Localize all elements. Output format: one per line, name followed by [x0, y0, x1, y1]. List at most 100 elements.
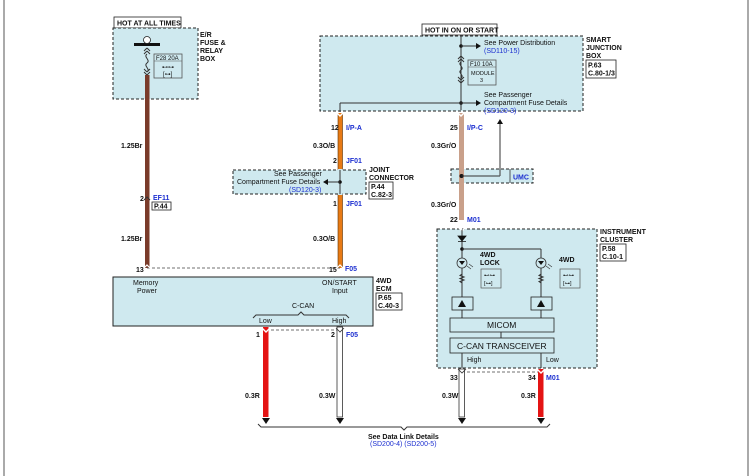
ccan-transceiver-label: C-CAN TRANSCEIVER: [457, 341, 547, 351]
ecm-pin-2: 2: [331, 332, 335, 339]
f05-connector-b: F05: [346, 332, 358, 339]
joint-connector-outline: [232, 169, 367, 195]
wire-label-1-25br-bottom: 1.25Br: [121, 236, 143, 243]
fuse-f28-axle-icon: [⊶]: [163, 72, 173, 78]
ecm-pin-1: 1: [256, 332, 260, 339]
module-label: MODULE: [471, 71, 495, 77]
resistor-icon: [458, 273, 466, 284]
data-link-text[interactable]: See Data Link Details: [368, 434, 439, 441]
fuse-f10-label: F10 10A: [470, 62, 493, 68]
sjb-passenger-text-2[interactable]: Compartment Fuse Details: [484, 100, 568, 107]
svg-text:⊷⊶: ⊷⊶: [563, 273, 575, 279]
ef11-connector: EF11: [153, 195, 169, 202]
umc-label: UMC: [513, 175, 529, 182]
ccan-transceiver-box: [449, 337, 555, 354]
jc-text-1[interactable]: See Passenger: [274, 171, 323, 178]
ecm-title-2: ECM: [376, 286, 392, 293]
fuse-f28-label: F28 20A: [156, 56, 179, 62]
sjb-title-1: SMART: [586, 37, 612, 44]
4wd-lock-symbol-icon: [480, 268, 502, 289]
ic-ref-box: [599, 243, 627, 262]
jf01-connector-a: JF01: [346, 158, 362, 165]
ecm-ccan-brace: [252, 311, 350, 319]
resistor-icon: [537, 273, 545, 284]
wire-0-3w-ic-high: [458, 368, 465, 418]
ic-ref-1: P.58: [602, 246, 616, 253]
ipa-connector: I/P-A: [346, 125, 362, 132]
ic-ref-2: C.10-1: [602, 254, 623, 261]
jc-link[interactable]: (SD120-3): [289, 187, 321, 194]
arrow-down-icon: [458, 418, 466, 424]
wire-label-0-3gro-top: 0.3Gr/O: [431, 143, 457, 150]
wire-label-0-3w-ic: 0.3W: [442, 393, 459, 400]
wire-0-3w-ecm-high: [336, 326, 343, 418]
wire-label-0-3ob-bottom: 0.3O/B: [313, 236, 335, 243]
hot-at-all-times-label: HOT AT ALL TIMES: [117, 21, 181, 28]
triangle-icon: [537, 300, 545, 307]
wire-label-0-3w-ecm: 0.3W: [319, 393, 336, 400]
jf01-pin-2: 2: [333, 158, 337, 165]
arrow-right-icon: [476, 43, 481, 49]
ic-pin-33: 33: [450, 375, 458, 382]
wire-label-0-3gro-bottom: 0.3Gr/O: [431, 202, 457, 209]
bus-bar: [134, 43, 160, 46]
joint-connector: See Passenger Compartment Fuse Details (…: [232, 167, 414, 200]
sjb-ref-2: C.80-1/3: [588, 71, 615, 78]
sjb-passenger-link[interactable]: (SD120-3): [484, 108, 516, 115]
ipc-connector: I/P-C: [467, 125, 483, 132]
ic-high: High: [467, 357, 482, 364]
4wd-symbol-icon: [559, 268, 581, 289]
ecm-memory-power-1: Memory: [133, 280, 159, 287]
arrow-down-icon: [336, 418, 344, 424]
ecm-ref-1: P.65: [378, 295, 392, 302]
ef11-ref: P.44: [154, 204, 168, 211]
module-number: 3: [480, 78, 483, 84]
triangle-icon: [458, 300, 466, 307]
hot-in-on-or-start-label-box: [421, 23, 498, 36]
ic-pin-34: 34: [528, 375, 536, 382]
ic-title-1: INSTRUMENT: [600, 229, 647, 236]
fuse-f28-4wd-icon: ⊷⊶: [162, 65, 174, 71]
data-link-refs[interactable]: (SD200-4) (SD200-5): [370, 441, 437, 448]
smart-junction-box: HOT IN ON OR START SMART JUNCTION BOX P.…: [319, 23, 622, 115]
jc-title-2: CONNECTOR: [369, 175, 414, 182]
ecm-low: Low: [259, 318, 273, 325]
ipc-pin: 25: [450, 125, 458, 132]
lamp-4wd: 4WD: [559, 257, 575, 264]
ecm-memory-power-2: Power: [137, 288, 158, 295]
wire-label-0-3ob-top: 0.3O/B: [313, 143, 335, 150]
svg-text:⊷⊶: ⊷⊶: [484, 273, 496, 279]
svg-text:[⊶]: [⊶]: [484, 281, 493, 287]
er-fuse-box-title-4: BOX: [200, 56, 216, 63]
er-fuse-box-title-2: FUSE &: [200, 40, 226, 47]
jc-ref-1: P.44: [371, 184, 385, 191]
arrow-up-icon: [497, 119, 503, 124]
sjb-passenger-text-1[interactable]: See Passenger: [484, 92, 533, 99]
ecm-ccan: C-CAN: [292, 303, 314, 310]
arrow-down-icon: [537, 418, 545, 424]
data-link-brace: [257, 423, 551, 431]
ic-low: Low: [546, 357, 560, 364]
jf01-connector-b: JF01: [346, 201, 362, 208]
fuse-f10-box: [467, 59, 497, 86]
sjb-power-dist-text[interactable]: See Power Distribution: [484, 40, 555, 47]
wire-label-0-3r-ic: 0.3R: [521, 393, 536, 400]
jf01-pin-1: 1: [333, 201, 337, 208]
sjb-power-dist-link[interactable]: (SD110-15): [484, 48, 520, 55]
arrow-down-icon: [262, 418, 270, 424]
ic-title-2: CLUSTER: [600, 237, 633, 244]
ecm-pin-13: 13: [136, 267, 144, 274]
ecm-pin-15: 15: [329, 267, 337, 274]
wire-label-0-3r-ecm: 0.3R: [245, 393, 260, 400]
er-fuse-box-title-3: RELAY: [200, 48, 223, 55]
jc-text-2[interactable]: Compartment Fuse Details: [237, 179, 321, 186]
lamp-4wd-lock-1: 4WD: [480, 252, 496, 259]
m01-connector-a: M01: [467, 217, 481, 224]
fuse-f28-box: [153, 53, 183, 79]
ef11-pin: 2: [140, 196, 144, 203]
hot-in-on-or-start-label: HOT IN ON OR START: [425, 28, 499, 35]
ecm-on-start-2: Input: [332, 288, 348, 295]
er-fuse-box-title-1: E/R: [200, 32, 212, 39]
wire-label-1-25br-top: 1.25Br: [121, 143, 143, 150]
